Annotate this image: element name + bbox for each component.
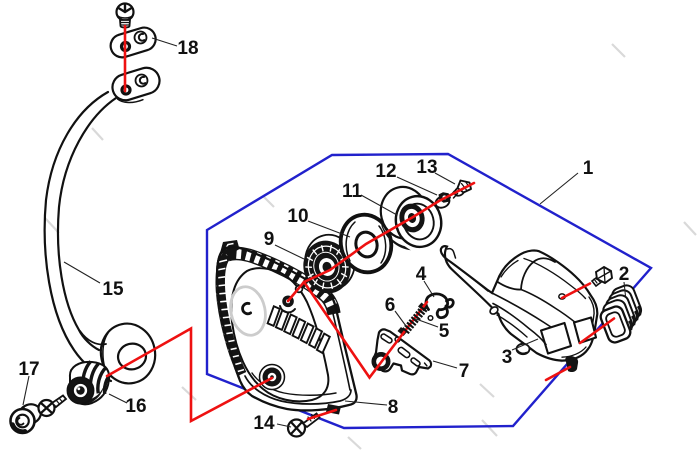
svg-text:15: 15: [102, 279, 124, 300]
svg-text:8: 8: [388, 397, 399, 418]
svg-text:5: 5: [439, 321, 450, 342]
svg-text:2: 2: [619, 264, 630, 285]
svg-text:1: 1: [583, 158, 594, 179]
svg-text:12: 12: [375, 161, 396, 182]
svg-text:6: 6: [385, 295, 396, 316]
svg-text:4: 4: [416, 264, 427, 285]
svg-text:18: 18: [177, 38, 198, 59]
svg-text:17: 17: [18, 359, 39, 380]
svg-text:14: 14: [253, 413, 275, 434]
svg-text:3: 3: [502, 347, 513, 368]
svg-text:9: 9: [264, 229, 275, 250]
svg-text:7: 7: [459, 361, 470, 382]
svg-text:13: 13: [416, 157, 437, 178]
svg-text:16: 16: [125, 396, 146, 417]
svg-text:10: 10: [287, 206, 308, 227]
svg-text:11: 11: [342, 181, 363, 202]
